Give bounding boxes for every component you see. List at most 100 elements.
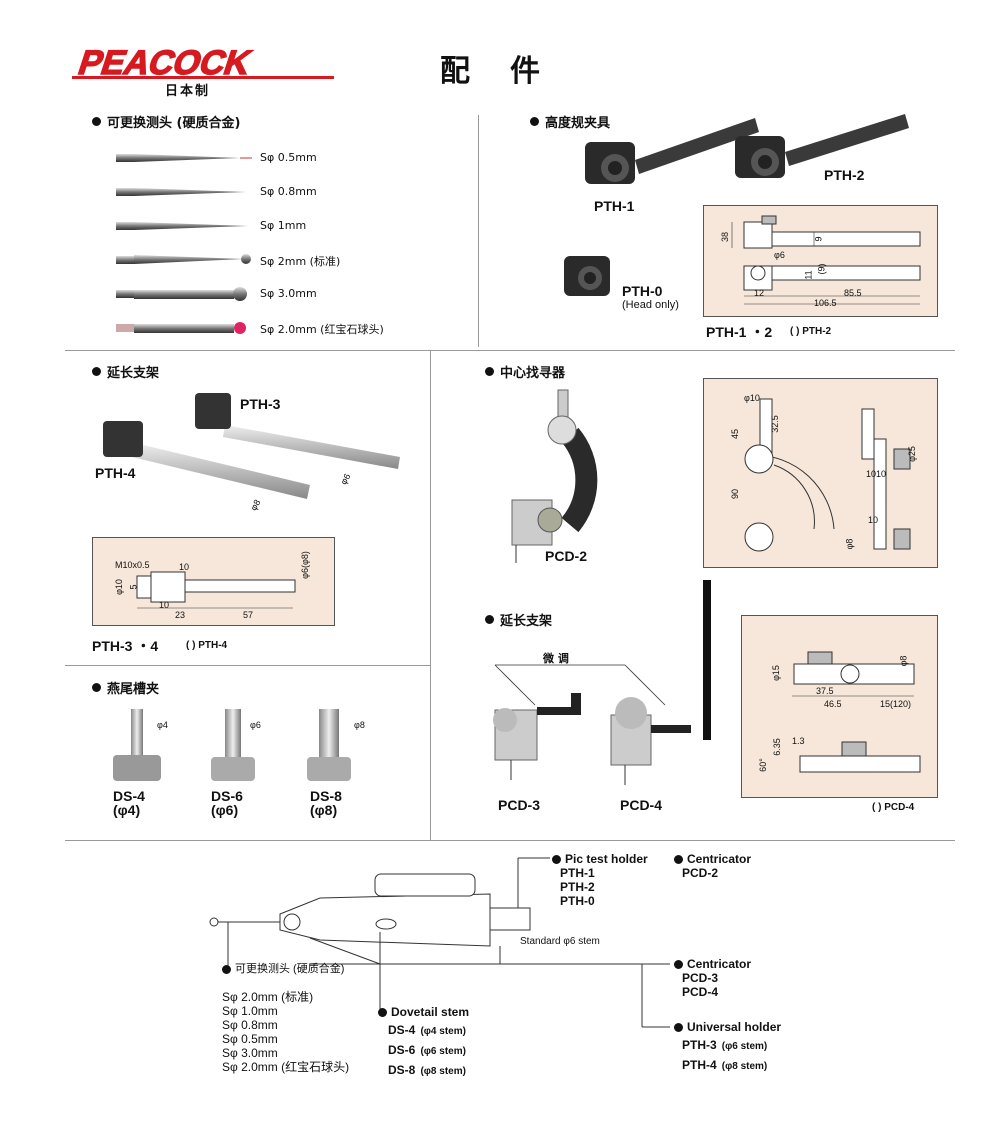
dim-45: 45 [730, 428, 741, 440]
pcd3-image [493, 693, 581, 780]
dim-phi6: φ6 [774, 250, 785, 260]
dim-90: 90 [730, 488, 741, 500]
dovetail-item: DS-6 [388, 1043, 416, 1057]
pcd2-label: PCD-2 [545, 548, 588, 564]
dim-60deg: 60° [757, 758, 768, 772]
bullet-icon [674, 959, 683, 969]
pic-holder-item: PTH-0 [560, 894, 595, 908]
diagram-dovetail-title: Dovetail stem [391, 1005, 470, 1019]
brand-subtitle: 日本制 [165, 84, 211, 99]
pcd34-note: ( ) PCD-4 [872, 802, 915, 813]
pic-holder-item: PTH-2 [560, 880, 595, 894]
tips-illustration [116, 154, 252, 334]
ds8-sub: (φ8) [310, 802, 338, 818]
universal-title: Universal holder [687, 1020, 782, 1034]
section-title-tips: 可更换测头 (硬质合金) [92, 112, 240, 131]
dovetail-photos [113, 709, 351, 781]
pcd34-drawing: φ15 φ8 37.5 46.5 15(120) 6.35 1.3 60° [741, 615, 938, 798]
dim-10a: 10 [179, 562, 190, 572]
tip-0-8 [116, 188, 246, 196]
ds6-sub: (φ6) [211, 802, 239, 818]
tip-2 [116, 254, 251, 264]
universal-item: PTH-4 [682, 1058, 717, 1072]
dim-37-5: 37.5 [816, 686, 834, 696]
diagram-tips-group: 可更换测头 (硬质合金) [222, 962, 344, 976]
dim-57: 57 [243, 610, 254, 620]
bullet-icon [552, 854, 561, 864]
connector-lines [227, 857, 670, 1028]
divider [65, 350, 955, 351]
dim-9b: (9) [816, 263, 827, 275]
dovetail-item-note: (φ6 stem) [420, 1046, 466, 1057]
pcd34-photo [493, 580, 711, 785]
diagram-tip-item: Sφ 2.0mm (标准) [222, 990, 314, 1004]
bullet-icon [222, 964, 231, 974]
tip-spec: Sφ 2.0mm (红宝石球头) [260, 323, 384, 336]
pth12-note: ( ) PTH-2 [790, 326, 832, 337]
centricator1-title: Centricator [687, 852, 752, 866]
dim-phi8: φ8 [898, 655, 909, 667]
pth-holders-photo [585, 114, 909, 184]
dim-11: 11 [803, 270, 814, 280]
pth3-image [195, 393, 400, 469]
divider [478, 115, 479, 347]
ds4-sub: (φ4) [113, 802, 141, 818]
bullet-icon [378, 1007, 387, 1017]
dim-10: 10 [868, 515, 879, 525]
divider [65, 665, 430, 666]
diagram-tips-title: 可更换测头 (硬质合金) [235, 963, 345, 975]
dim-phi10: φ10 [113, 579, 124, 595]
ds8-image [307, 709, 351, 781]
centricator2-title: Centricator [687, 957, 752, 971]
diagram-tip-item: Sφ 3.0mm [222, 1046, 278, 1060]
dim-10b: 10 [159, 600, 170, 610]
dim-5: 5 [128, 584, 139, 590]
system-diagram [209, 857, 670, 1028]
pcd3-label: PCD-3 [498, 797, 541, 813]
dim-phi8: φ8 [354, 720, 365, 730]
dim-106-5: 106.5 [814, 298, 837, 308]
section-title-dovetail: 燕尾槽夹 [92, 678, 159, 697]
pth34-photo [103, 393, 400, 499]
divider [430, 350, 431, 840]
bullet-icon [485, 615, 494, 624]
dim-38: 38 [720, 231, 731, 243]
bullet-icon [92, 683, 101, 692]
pcd4-label: PCD-4 [620, 797, 663, 813]
diagram-tip-item: Sφ 0.8mm [222, 1018, 278, 1032]
tip-1 [116, 222, 248, 230]
universal-item-note: (φ8 stem) [721, 1061, 768, 1072]
dim-phi15: φ15 [770, 665, 781, 681]
centricator2-group: Centricator PCD-3 PCD-4 [674, 957, 751, 999]
centricator1-item: PCD-2 [682, 866, 719, 880]
dim-phi25: φ25 [906, 446, 917, 462]
pth1-label: PTH-1 [594, 198, 635, 214]
page-title: 配件 [440, 54, 580, 89]
brand-text: PEACOCK [74, 44, 256, 80]
dim-15-120: 15(120) [880, 699, 912, 709]
dim-9: 9 [813, 236, 824, 242]
divider [65, 840, 955, 841]
pcd2-drawing: φ10 45 32.5 90 φ25 1010 10 φ8 [703, 378, 938, 568]
stem-label: Standard φ6 stem [520, 936, 600, 947]
diagram-tip-item: Sφ 2.0mm (红宝石球头) [222, 1060, 350, 1074]
tip-3 [116, 287, 247, 301]
universal-group: Universal holder PTH-3 (φ6 stem) PTH-4 (… [674, 1020, 781, 1074]
bullet-icon [674, 1022, 683, 1032]
brand-logo: PEACOCK [72, 43, 334, 83]
dim-23: 23 [175, 610, 186, 620]
pic-holder-item: PTH-1 [560, 866, 595, 880]
tip-spec: Sφ 0.5mm [260, 151, 317, 164]
pic-holder-group: Pic test holder PTH-1 PTH-2 PTH-0 [552, 852, 648, 908]
section-title-centricator: 中心找寻器 [485, 362, 565, 381]
tip-spec: Sφ 1mm [260, 219, 307, 232]
pth1-image [585, 118, 759, 184]
pic-holder-title: Pic test holder [565, 852, 648, 866]
pth0-image [564, 256, 610, 296]
dovetail-item: DS-4 [388, 1023, 416, 1037]
dim-m10: M10x0.5 [115, 560, 150, 570]
pth34-drawing: M10x0.5 10 φ10 5 10 23 57 φ6(φ8) [92, 537, 335, 626]
ds4-image [113, 709, 161, 781]
bullet-icon [674, 854, 683, 864]
bullet-icon [92, 367, 101, 376]
